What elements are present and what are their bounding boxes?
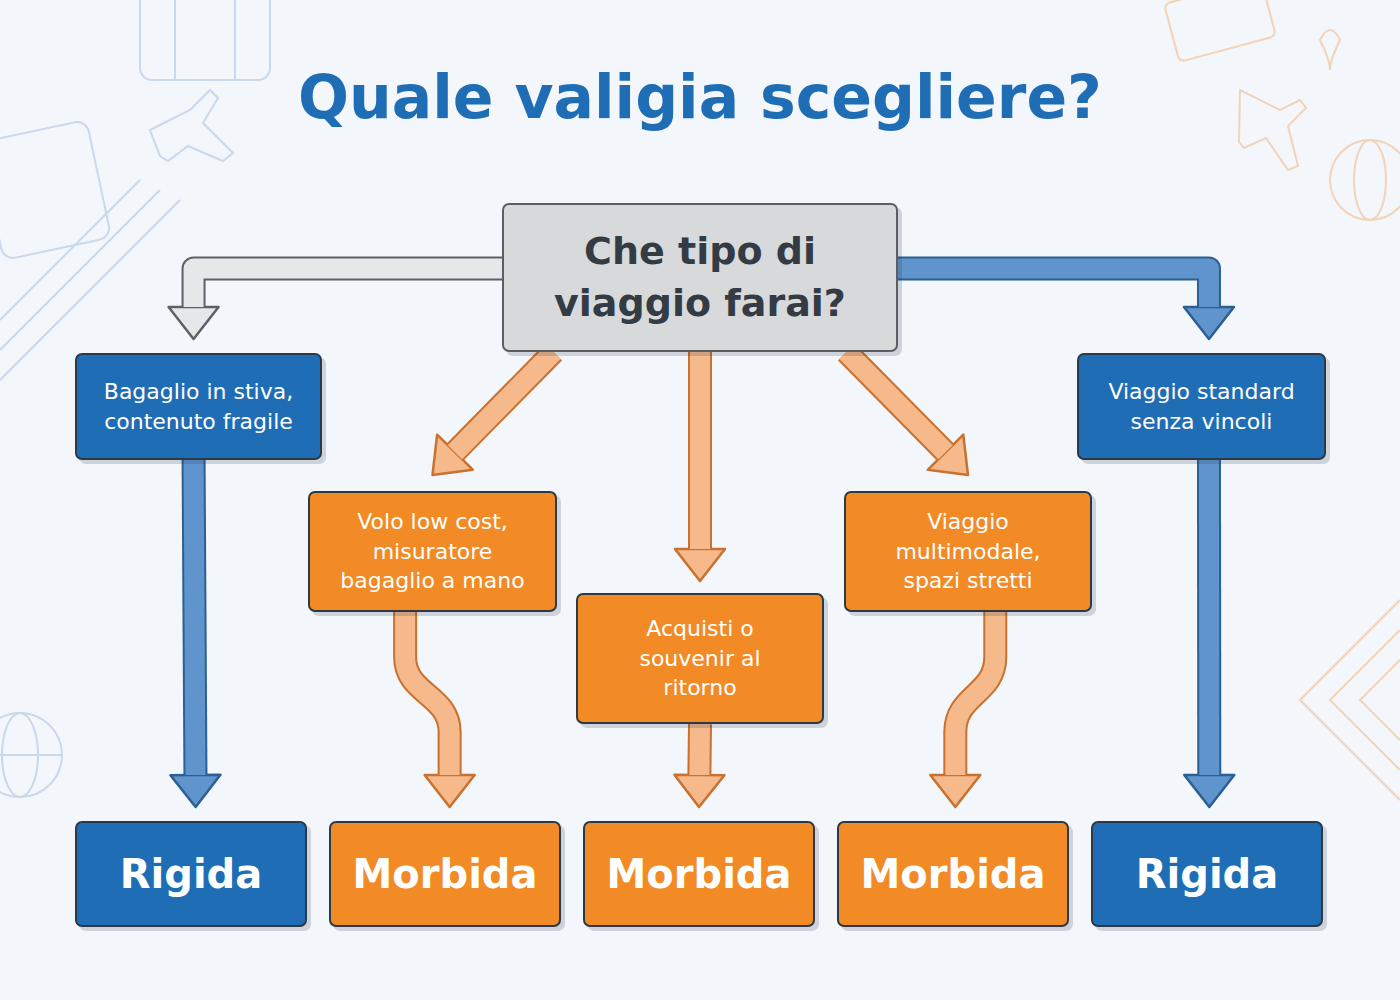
diagram-title: Quale valigia scegliere? [0, 62, 1400, 132]
flow-arrow [930, 612, 995, 807]
node-text: Rigida [120, 847, 262, 901]
result-box: Morbida [583, 821, 815, 927]
question-box: Che tipo di viaggio farai? [502, 203, 898, 352]
condition-box: Bagaglio in stiva, contenuto fragile [75, 353, 322, 460]
result-box: Morbida [329, 821, 561, 927]
result-box: Morbida [837, 821, 1069, 927]
arrow-outline [405, 612, 450, 775]
node-text: Morbida [353, 847, 538, 901]
flow-arrow [1184, 460, 1234, 807]
flow-arrow [847, 352, 968, 475]
arrow-head [169, 307, 219, 339]
node-text: Che tipo di viaggio farai? [534, 226, 866, 329]
node-text: Acquisti o souvenir al ritorno [616, 614, 784, 703]
arrow-head [170, 775, 220, 807]
arrow-shaft [194, 269, 502, 307]
node-text: Morbida [607, 847, 792, 901]
flow-arrow [405, 612, 475, 807]
arrow-head [1184, 307, 1234, 339]
node-text: Morbida [861, 847, 1046, 901]
arrow-shaft [898, 269, 1209, 307]
arrow-head [675, 549, 725, 581]
node-text: Viaggio multimodale, spazi stretti [884, 507, 1052, 596]
arrow-shaft [1199, 460, 1219, 775]
arrow-shaft [455, 352, 554, 452]
arrow-shaft [690, 352, 710, 549]
node-text: Rigida [1136, 847, 1278, 901]
flow-arrow [674, 724, 724, 807]
flow-arrow [169, 269, 502, 339]
arrow-head [425, 775, 475, 807]
arrow-outline [687, 724, 712, 775]
node-text: Viaggio standard senza vincoli [1089, 377, 1314, 436]
arrow-shaft [847, 352, 946, 452]
arrow-outline [1197, 460, 1221, 775]
condition-box: Viaggio multimodale, spazi stretti [844, 491, 1092, 612]
arrow-outline [955, 612, 995, 775]
arrow-outline [688, 352, 712, 549]
condition-box: Viaggio standard senza vincoli [1077, 353, 1326, 460]
arrow-outline [194, 460, 196, 775]
flow-arrow [170, 460, 220, 807]
node-text: Volo low cost, misuratore bagaglio a man… [326, 507, 539, 596]
arrow-outline [898, 269, 1209, 307]
arrow-outline [847, 352, 946, 452]
arrow-head [930, 775, 980, 807]
node-text: Bagaglio in stiva, contenuto fragile [87, 377, 310, 436]
arrow-head [674, 775, 724, 807]
arrow-shaft [689, 724, 710, 775]
arrow-shaft [194, 460, 196, 775]
flow-arrow [675, 352, 725, 581]
result-box: Rigida [1091, 821, 1323, 927]
condition-box: Acquisti o souvenir al ritorno [576, 593, 824, 724]
arrow-outline [455, 352, 554, 452]
condition-box: Volo low cost, misuratore bagaglio a man… [308, 491, 557, 612]
flow-arrow [898, 269, 1234, 339]
arrow-shaft [955, 612, 995, 775]
arrow-head [1184, 775, 1234, 807]
result-box: Rigida [75, 821, 307, 927]
arrow-outline [194, 269, 502, 307]
arrow-shaft [405, 612, 450, 775]
flow-arrow [433, 352, 554, 475]
